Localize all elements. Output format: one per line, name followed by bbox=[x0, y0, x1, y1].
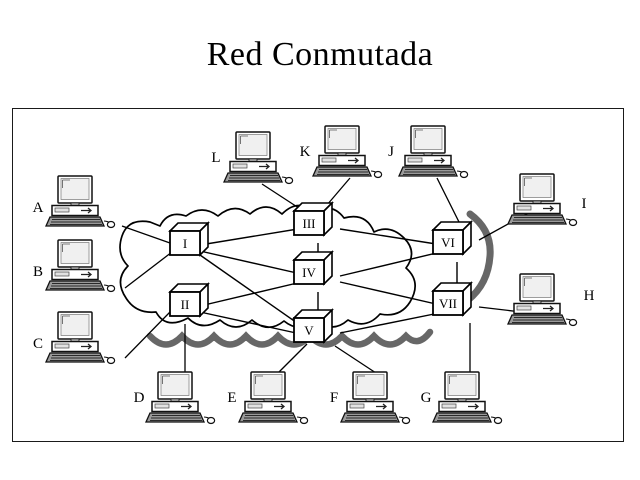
terminal-H[interactable]: H bbox=[507, 273, 595, 327]
switch-node-VI-label: VI bbox=[441, 235, 455, 250]
switch-node-III[interactable]: III bbox=[293, 202, 333, 236]
terminal-E-label: E bbox=[227, 390, 236, 406]
switch-node-III-label: III bbox=[303, 216, 316, 231]
switch-nodes: I II III IV V VI bbox=[169, 202, 472, 343]
terminal-K[interactable]: K bbox=[300, 125, 383, 179]
switch-node-I-label: I bbox=[183, 236, 187, 251]
terminal-E[interactable]: E bbox=[227, 371, 309, 425]
link-IV-VI bbox=[339, 249, 450, 277]
trunk-links bbox=[199, 226, 458, 337]
terminals: A B C D E F bbox=[33, 125, 595, 425]
terminal-L[interactable]: L bbox=[211, 131, 294, 185]
access-links bbox=[121, 177, 531, 375]
terminal-J-label: J bbox=[388, 144, 394, 160]
link-II-IV bbox=[199, 279, 311, 307]
switch-node-IV-label: IV bbox=[302, 265, 316, 280]
terminal-C-label: C bbox=[33, 336, 43, 352]
switch-node-VII-label: VII bbox=[439, 296, 457, 311]
terminal-B-label: B bbox=[33, 264, 43, 280]
switch-node-V[interactable]: V bbox=[293, 309, 333, 343]
page-title: Red Conmutada bbox=[206, 36, 434, 73]
access-A-I bbox=[121, 225, 171, 244]
terminal-L-label: L bbox=[211, 150, 220, 166]
terminal-H-label: H bbox=[584, 288, 595, 304]
link-II-V bbox=[199, 311, 311, 337]
terminal-J[interactable]: J bbox=[388, 125, 469, 179]
terminal-F-label: F bbox=[330, 390, 338, 406]
link-V-VII bbox=[339, 310, 450, 334]
terminal-I-label: I bbox=[582, 196, 587, 212]
terminal-F[interactable]: F bbox=[330, 371, 411, 425]
access-B-I bbox=[124, 251, 173, 289]
terminal-G-label: G bbox=[421, 390, 432, 406]
terminal-K-label: K bbox=[300, 144, 311, 160]
terminal-B[interactable]: B bbox=[33, 239, 116, 293]
terminal-A[interactable]: A bbox=[33, 175, 116, 229]
switch-node-V-label: V bbox=[304, 323, 314, 338]
switch-node-VII[interactable]: VII bbox=[432, 282, 472, 316]
terminal-D[interactable]: D bbox=[134, 371, 216, 425]
access-F-V bbox=[334, 345, 377, 374]
link-III-VI bbox=[339, 228, 450, 247]
switch-node-VI[interactable]: VI bbox=[432, 221, 472, 255]
switch-node-II-label: II bbox=[181, 297, 190, 312]
access-E-V bbox=[277, 343, 308, 374]
link-IV-VII bbox=[339, 281, 450, 308]
terminal-D-label: D bbox=[134, 390, 145, 406]
link-I-IV bbox=[199, 250, 311, 277]
terminal-A-label: A bbox=[33, 200, 44, 216]
terminal-I[interactable]: I bbox=[507, 173, 587, 227]
switch-node-I[interactable]: I bbox=[169, 222, 209, 256]
terminal-G[interactable]: G bbox=[421, 371, 503, 425]
switch-node-IV[interactable]: IV bbox=[293, 251, 333, 285]
link-I-III bbox=[199, 226, 311, 246]
access-C-II bbox=[124, 311, 171, 359]
terminal-C[interactable]: C bbox=[33, 311, 116, 365]
switch-node-II[interactable]: II bbox=[169, 283, 209, 317]
